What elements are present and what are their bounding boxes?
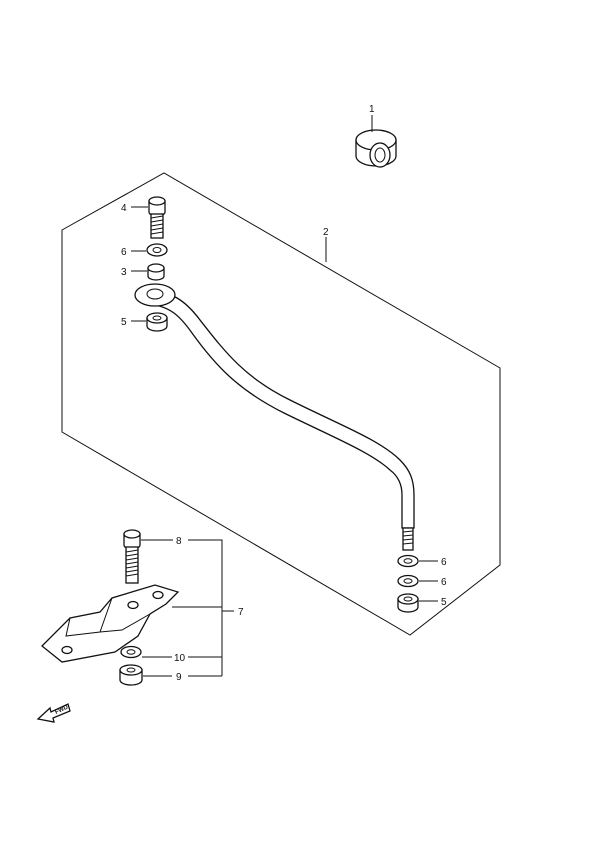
fwd-label: FWD (54, 704, 70, 715)
part-3-collar (147, 263, 165, 281)
callout-4: 4 (121, 203, 127, 214)
callout-5-upper: 5 (121, 317, 127, 328)
part-6-washer-right-a (397, 554, 419, 568)
callout-10: 10 (174, 653, 186, 664)
fwd-direction-icon: FWD (36, 703, 71, 723)
callout-6-upper: 6 (121, 247, 127, 258)
part-4-bolt (148, 196, 166, 239)
part-1-nut (355, 129, 397, 168)
part-8-bolt (123, 529, 141, 584)
part-6-washer-upper (146, 243, 168, 257)
part-5-nut-upper (146, 312, 168, 332)
kit-boundary (61, 172, 501, 636)
callout-7: 7 (238, 607, 244, 618)
part-9-nut (119, 664, 143, 686)
callout-6-right-a: 6 (441, 557, 447, 568)
callout-3: 3 (121, 267, 127, 278)
part-2-link-rod (134, 283, 415, 551)
part-10-washer (120, 645, 142, 659)
callout-9: 9 (176, 672, 182, 683)
part-5-nut-right (397, 593, 419, 613)
callout-5-right: 5 (441, 597, 447, 608)
callout-6-right-b: 6 (441, 577, 447, 588)
part-7-bracket (41, 584, 180, 663)
callout-1: 1 (369, 104, 375, 115)
leader-lines (131, 115, 438, 677)
callout-8: 8 (176, 536, 182, 547)
part-6-washer-right-b (397, 574, 419, 588)
callout-2: 2 (323, 227, 329, 238)
